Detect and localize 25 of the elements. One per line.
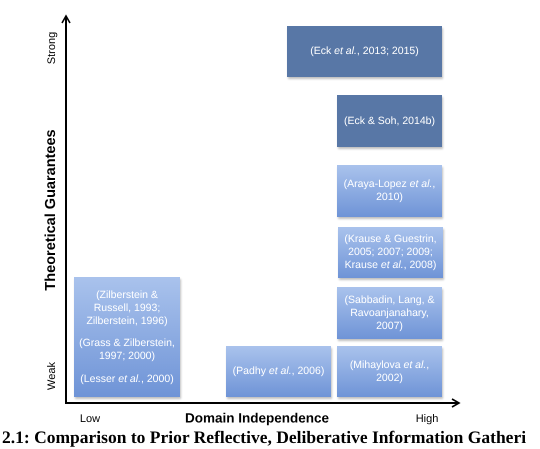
axis-end-label: Strong	[46, 32, 58, 64]
axis-end-label: High	[416, 413, 438, 425]
citation-box	[74, 277, 180, 397]
axis-title: Domain Independence	[184, 410, 330, 426]
citation-text: (Lesser et al., 2000)	[80, 372, 174, 386]
citation-text: (Grass & Zilberstein, 1997; 2000)	[78, 337, 176, 363]
citation-text: (Krause & Guestrin, 2005; 2007; 2009; Krause et al., 2008)	[343, 233, 438, 272]
citation-text: (Sabbadin, Lang, & Ravoanjanahary, 2007)	[344, 294, 436, 332]
citation-text: (Padhy et al., 2006)	[232, 365, 324, 378]
axis-end-label: Weak	[46, 362, 58, 390]
axis-end-label: Low	[80, 413, 100, 425]
citation-text: (Eck & Soh, 2014b)	[344, 114, 436, 128]
citation-box	[337, 95, 442, 147]
citation-text: (Zilberstein & Russell, 1993; Zilberstein, 1996)	[85, 288, 169, 328]
citation-box	[287, 26, 442, 77]
citation-box	[337, 165, 442, 217]
citation-box	[226, 346, 331, 397]
axis-title: Theoretical Guarantees	[43, 129, 59, 291]
citation-box	[337, 346, 442, 397]
figure-caption: 2.1: Comparison to Prior Reflective, Deliberative Information Gatheri	[2, 427, 526, 448]
citation-text: (Eck et al., 2013; 2015)	[310, 45, 419, 58]
citation-text: (Mihaylova et al., 2002)	[348, 358, 430, 384]
citation-box	[337, 287, 442, 339]
citation-box	[338, 227, 443, 278]
citation-text: (Araya-Lopez et al., 2010)	[342, 178, 436, 204]
